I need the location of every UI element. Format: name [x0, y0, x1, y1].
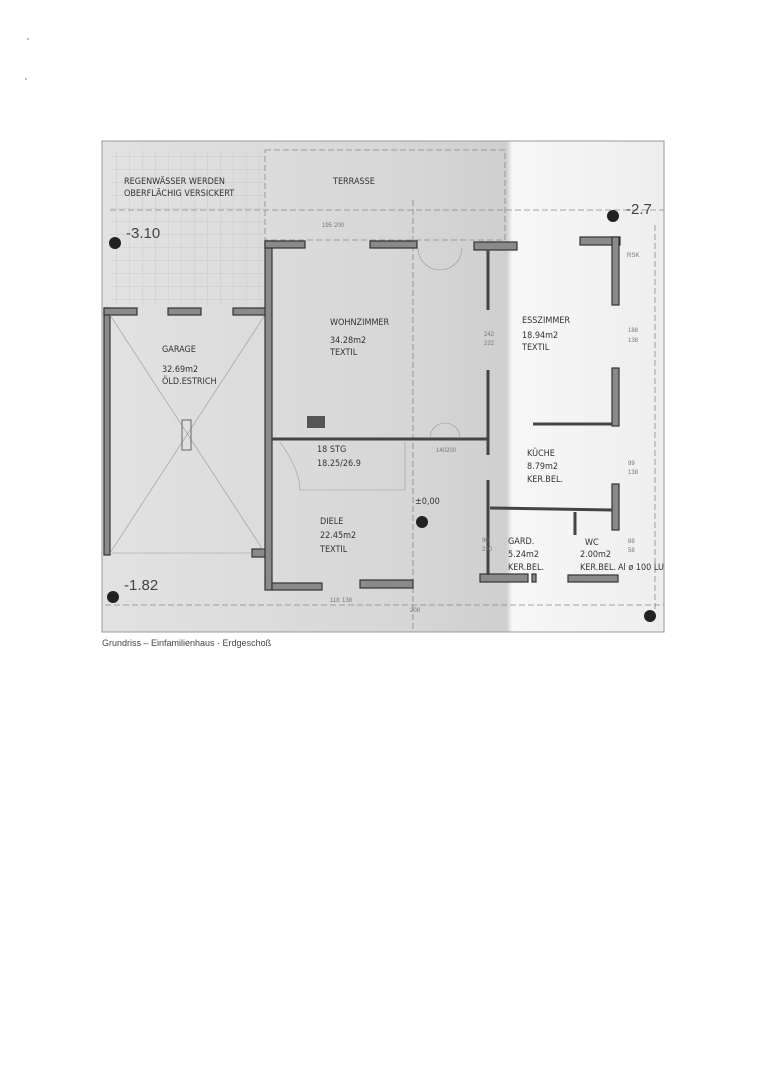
svg-text:242: 242	[484, 332, 495, 338]
svg-text:138: 138	[342, 598, 353, 604]
svg-text:5.24m2: 5.24m2	[508, 550, 539, 560]
svg-text:ÖLD.ESTRICH: ÖLD.ESTRICH	[162, 376, 217, 387]
svg-text:2.00m2: 2.00m2	[580, 550, 611, 560]
svg-text:99: 99	[628, 461, 635, 467]
svg-text:8.79m2: 8.79m2	[527, 462, 558, 472]
svg-text:TEXTIL: TEXTIL	[521, 343, 550, 353]
svg-text:TEXTIL: TEXTIL	[319, 545, 348, 555]
house-walls	[264, 236, 621, 591]
svg-text:222: 222	[484, 341, 495, 347]
svg-text:220: 220	[482, 547, 493, 553]
svg-text:34.28m2: 34.28m2	[330, 336, 366, 346]
svg-text:32.69m2: 32.69m2	[162, 365, 198, 375]
svg-text:138: 138	[628, 470, 639, 476]
svg-text:ESSZIMMER: ESSZIMMER	[522, 316, 570, 326]
svg-text:DIELE: DIELE	[320, 517, 343, 527]
terrace-outline	[264, 149, 506, 241]
gravel-area	[110, 150, 265, 305]
svg-text:200: 200	[334, 223, 345, 229]
level-floor: ±0,00	[415, 497, 440, 507]
note-line-1: REGENWÄSSER WERDEN	[124, 176, 225, 187]
rsk-label: RSK	[627, 253, 639, 259]
svg-text:KER.BEL.: KER.BEL.	[508, 563, 544, 573]
svg-text:WOHNZIMMER: WOHNZIMMER	[330, 318, 390, 328]
level-east: -2.7	[626, 201, 652, 218]
wc-vent-label: Al ø 100 LU	[618, 563, 664, 573]
stairs-label: 18 STG	[317, 445, 346, 455]
level-garage: -1.82	[124, 577, 158, 594]
note-line-2: OBERFLÄCHIG VERSICKERT	[124, 188, 234, 199]
scan-speck	[27, 38, 29, 40]
stairs-ratio: 18.25/26.9	[317, 459, 361, 469]
svg-text:208: 208	[410, 608, 421, 614]
svg-text:KER.BEL.: KER.BEL.	[580, 563, 616, 573]
level-garden: -3.10	[126, 225, 160, 242]
svg-text:KER.BEL.: KER.BEL.	[527, 475, 563, 485]
svg-text:188: 188	[628, 328, 639, 334]
svg-text:GARD.: GARD.	[508, 537, 534, 547]
svg-text:88: 88	[628, 539, 635, 545]
svg-text:22.45m2: 22.45m2	[320, 531, 356, 541]
garage-walls	[103, 307, 269, 558]
svg-text:140: 140	[436, 448, 447, 454]
svg-text:TEXTIL: TEXTIL	[329, 348, 358, 358]
svg-text:118: 118	[330, 598, 340, 604]
svg-text:195: 195	[322, 223, 333, 229]
scan-speck	[25, 78, 27, 80]
svg-text:WC: WC	[585, 538, 599, 548]
svg-text:GARAGE: GARAGE	[162, 345, 196, 355]
figure-caption: Grundriss – Einfamilienhaus · Erdgeschoß	[102, 638, 272, 648]
terrace-label: TERRASSE	[332, 177, 375, 187]
svg-text:138: 138	[628, 338, 639, 344]
svg-text:18.94m2: 18.94m2	[522, 331, 558, 341]
svg-text:90: 90	[482, 538, 489, 544]
svg-text:58: 58	[628, 548, 635, 554]
svg-text:KÜCHE: KÜCHE	[527, 448, 555, 459]
svg-text:200: 200	[446, 448, 457, 454]
level-markers	[107, 210, 656, 622]
